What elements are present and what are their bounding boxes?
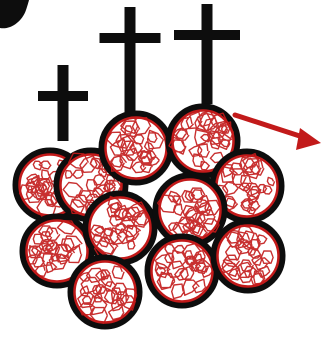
cluster-circle-10: [148, 237, 216, 305]
circles-group: [16, 107, 282, 326]
outgoing-arrow: [235, 115, 321, 150]
cluster-circle-7: [86, 194, 154, 262]
cluster-circle-8: [156, 176, 224, 244]
cross-1: [38, 65, 88, 141]
cluster-circle-11: [214, 222, 282, 290]
cross-2: [100, 7, 161, 114]
cross-post: [202, 4, 213, 104]
cross-post: [125, 7, 136, 114]
partial-circle-top-left: [0, 0, 29, 28]
cross-bar: [100, 33, 161, 43]
cluster-circle-3: [102, 114, 170, 182]
cross-3: [174, 4, 240, 104]
circle-outline: [156, 176, 224, 244]
cross-bar: [174, 30, 240, 40]
cross-bar: [38, 91, 88, 101]
corner-circle-fragment: [0, 0, 29, 28]
arrow-head: [296, 128, 321, 150]
cluster-circle-9: [71, 258, 139, 326]
cross-post: [58, 65, 69, 141]
